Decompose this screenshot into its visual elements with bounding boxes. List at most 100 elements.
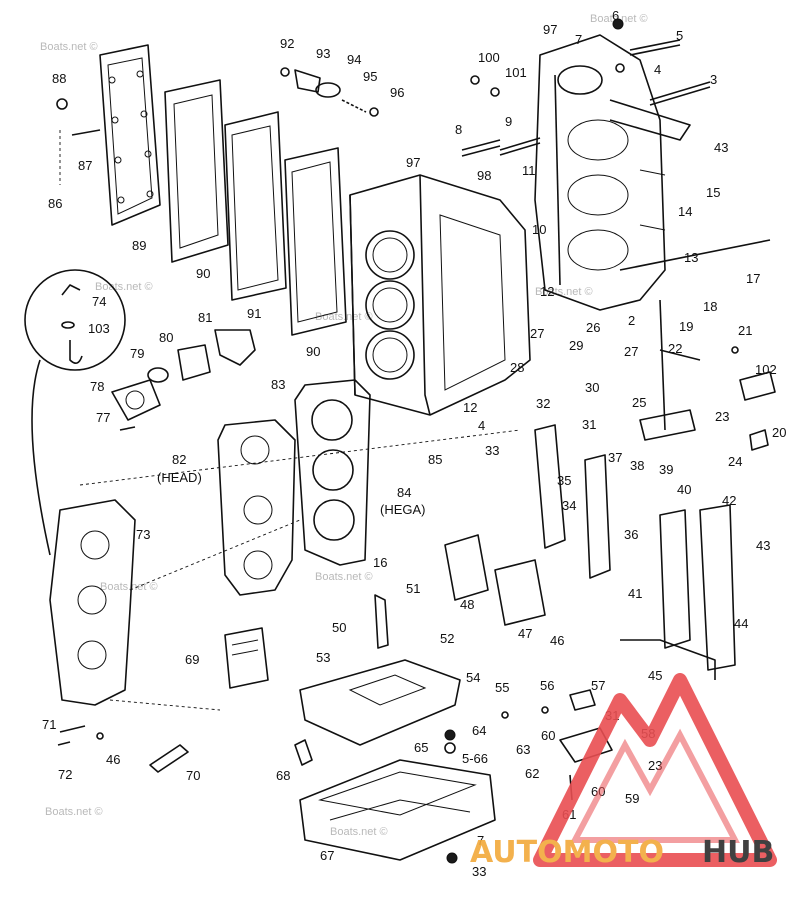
callout-93: 93 [316,46,330,61]
leader-line [79,429,521,486]
callout-46: 46 [106,752,120,767]
callout-100: 100 [478,50,500,65]
watermark-text: Boats.net © [315,571,373,583]
brand-triangle-icon [533,673,777,867]
callout-85: 85 [428,452,442,467]
brand-logo: AUTOMOTO HUB [470,673,777,870]
callout-97b: 97 [543,22,557,37]
fuel-line-45 [620,639,716,680]
callout-46b: 46 [550,633,564,648]
callout-67: 67 [320,848,334,863]
callout-64: 64 [472,723,486,738]
callout-68: 68 [276,768,290,783]
brand-name-main: AUTOMOTO [470,835,664,870]
callout-69: 69 [185,652,199,667]
exhaust-divider-plate [224,111,287,301]
watermark-text: Boats.net © [45,806,103,818]
callout-82: 82 [172,452,186,467]
callout-38: 38 [630,458,644,473]
callout-30: 30 [585,380,599,395]
callout-70: 70 [186,768,200,783]
callout-52: 52 [440,631,454,646]
callout-44: 44 [734,616,748,631]
callout-84: 84 [397,485,411,500]
callout-39: 39 [659,462,673,477]
callout-80: 80 [159,330,173,345]
callout-86: 86 [48,196,62,211]
callout-20: 20 [772,425,786,440]
callout-87: 87 [78,158,92,173]
callout-90b: 90 [306,344,320,359]
lower-housing-67 [299,759,496,861]
watermark-text: Boats.net © [315,311,373,323]
callout-43b: 43 [756,538,770,553]
bracket-47 [494,559,546,626]
callout-19: 19 [679,319,693,334]
callout-7: 7 [575,32,582,47]
callout-72: 72 [58,767,72,782]
watermark-text: Boats.net © [100,581,158,593]
callout-92: 92 [280,36,294,51]
callout-7b: 7 [477,833,484,848]
callout-97: 97 [406,155,420,170]
bolt-group-left [56,98,101,185]
callout-12: 12 [540,284,554,299]
callout-6: 6 [612,8,619,23]
exhaust-manifold [49,499,136,706]
callout-32: 32 [536,396,550,411]
callout-2: 2 [628,313,635,328]
callout-54: 54 [466,670,480,685]
callout-42: 42 [722,493,736,508]
cylinder-block [349,174,531,416]
callout-60: 60 [541,728,555,743]
callout-101: 101 [505,65,527,80]
leader-line [129,519,301,591]
leader-line [109,699,221,711]
spark-plug [57,725,189,773]
bracket-50 [374,594,389,649]
callout-18: 18 [703,299,717,314]
callout-9: 9 [505,114,512,129]
callout-83: 83 [271,377,285,392]
callout-53: 53 [316,650,330,665]
callout-10: 10 [532,222,546,237]
callout-56: 56 [540,678,554,693]
callout-40: 40 [677,482,691,497]
callout-66: 5-66 [462,751,488,766]
callout-8: 8 [455,122,462,137]
brand-name-suffix: HUB [702,835,774,870]
callout-63: 63 [516,742,530,757]
callout-79: 79 [130,346,144,361]
callout-33: 33 [485,443,499,458]
thermostat-group [280,67,379,117]
intake-manifold-42 [699,504,736,671]
callout-78: 78 [90,379,104,394]
callout-62: 62 [525,766,539,781]
watermark-text: Boats.net © [95,281,153,293]
callout-27b: 27 [624,344,638,359]
exhaust-cover-plate [99,44,161,226]
callout-43: 43 [714,140,728,155]
callout-51: 51 [406,581,420,596]
callout-91: 91 [247,306,261,321]
watermark-text: Boats.net © [535,286,593,298]
callout-36: 36 [624,527,638,542]
callout-47: 47 [518,626,532,641]
callout-90: 90 [196,266,210,281]
exhaust-gasket-inner [284,147,347,336]
callout-84-sub: (HEGA) [380,502,426,517]
callout-31: 31 [582,417,596,432]
callout-48: 48 [460,597,474,612]
callout-37: 37 [608,450,622,465]
callout-33b: 33 [472,864,486,879]
brand-triangle-inner-icon [570,728,740,843]
intake-gasket-41 [659,509,691,649]
callout-74: 74 [92,294,106,309]
callout-4: 4 [654,62,661,77]
base-plate-53 [299,659,461,746]
cylinder-head [217,419,296,596]
callout-55: 55 [495,680,509,695]
callout-25: 25 [632,395,646,410]
